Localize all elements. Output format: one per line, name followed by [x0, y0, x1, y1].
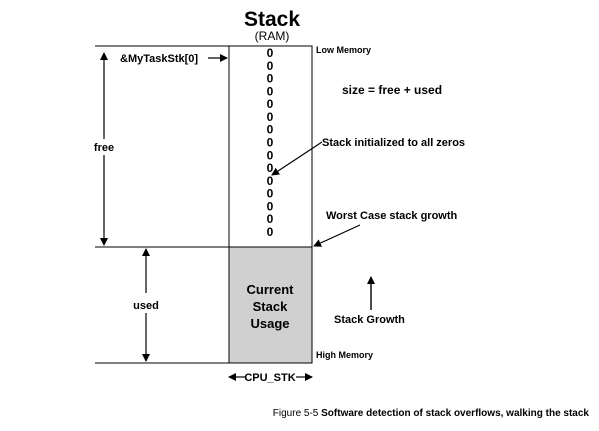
free-label: free: [94, 142, 114, 154]
stack-title: Stack: [244, 8, 300, 31]
zero-value-8: 0: [267, 148, 274, 162]
low-memory-label: Low Memory: [316, 45, 371, 55]
figure-number: Figure 5-5: [273, 408, 321, 419]
zero-value-3: 0: [267, 84, 274, 98]
usage-line-current: Current: [247, 282, 295, 297]
zero-value-4: 0: [267, 97, 274, 111]
worst-case-arrow: [313, 224, 361, 247]
zero-value-0: 0: [267, 46, 274, 60]
init-annotation-label: Stack initialized to all zeros: [322, 137, 465, 149]
used-label: used: [133, 300, 159, 312]
stack-free-region: [228, 45, 313, 248]
stack-pointer-label: &MyTaskStk[0]: [120, 53, 198, 65]
worst-case-label: Worst Case stack growth: [326, 210, 458, 222]
stack-subtitle: (RAM): [255, 29, 290, 43]
zero-value-2: 0: [267, 72, 274, 86]
zero-value-10: 0: [267, 174, 274, 188]
zero-value-9: 0: [267, 161, 274, 175]
zero-value-14: 0: [267, 225, 274, 239]
size-formula-label: size = free + used: [342, 83, 442, 97]
zero-value-5: 0: [267, 110, 274, 124]
figure-caption: Figure 5-5 Software detection of stack o…: [273, 408, 590, 419]
high-memory-label: High Memory: [316, 350, 373, 360]
usage-line-usage: Usage: [250, 316, 289, 331]
zero-value-7: 0: [267, 136, 274, 150]
figure-caption-text: Software detection of stack overflows, w…: [321, 408, 589, 419]
stack-used-region: [228, 246, 313, 364]
usage-line-stack: Stack: [253, 299, 288, 314]
zero-value-11: 0: [267, 187, 274, 201]
zero-value-13: 0: [267, 212, 274, 226]
zero-value-12: 0: [267, 199, 274, 213]
zero-value-6: 0: [267, 123, 274, 137]
stack-growth-label: Stack Growth: [334, 314, 405, 326]
init-annotation-arrow: [271, 141, 323, 176]
width-label: CPU_STK: [244, 372, 295, 384]
zero-value-1: 0: [267, 59, 274, 73]
